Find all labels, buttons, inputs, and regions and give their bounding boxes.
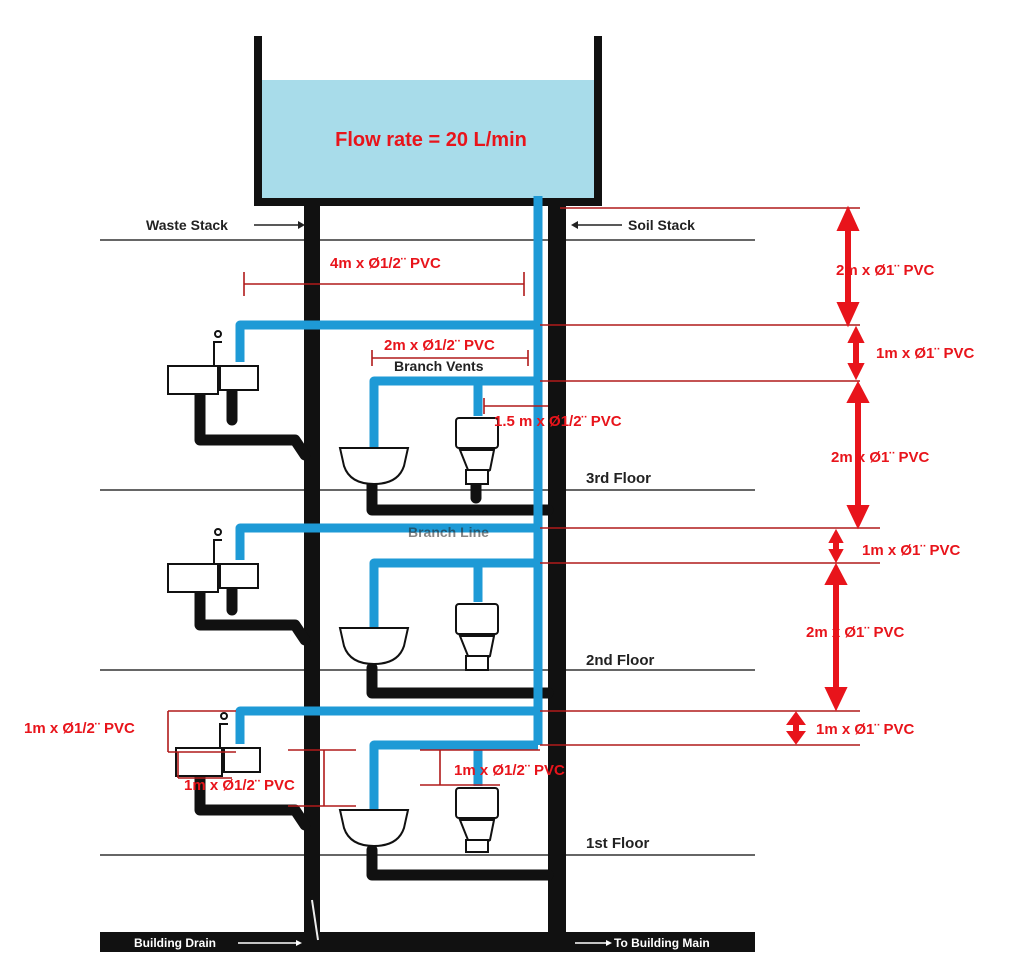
toilet-fixtures — [455, 417, 499, 853]
branch-vents-label: Branch Vents — [394, 358, 484, 374]
waste-stack — [304, 202, 320, 952]
to-building-main-label: To Building Main — [614, 936, 710, 950]
branch-drain-2nd — [366, 662, 554, 699]
tank-water — [258, 80, 598, 202]
floor-label-3rd: 3rd Floor — [586, 470, 651, 487]
faucet — [213, 539, 222, 564]
stack-highlight — [311, 899, 319, 941]
faucet-knob — [214, 528, 222, 536]
dim-toilet-riser-1st: 1m x Ø1/2¨ PVC — [454, 762, 565, 779]
sink-basin-a — [167, 563, 219, 593]
water-branch-2nd-sink — [235, 523, 538, 560]
dimension-labels: 4m x Ø1/2¨ PVC 2m x Ø1/2¨ PVC 1.5 m x Ø1… — [24, 255, 975, 794]
toilet-3rd — [455, 417, 499, 485]
faucet-knob — [220, 712, 228, 720]
drain-arrowhead — [296, 940, 302, 946]
sink-drain-2nd — [194, 584, 311, 646]
dimension-arrows — [786, 205, 870, 745]
floor-lines — [100, 239, 755, 856]
branch-line-label: Branch Line — [408, 524, 489, 540]
branch-drain-1st — [366, 844, 554, 881]
sink-basin-b — [219, 563, 259, 589]
tub-fixtures — [338, 447, 410, 848]
dim-branch-vent-span: 2m x Ø1/2¨ PVC — [384, 337, 495, 354]
faucet — [213, 341, 222, 366]
sink-basin-b — [219, 365, 259, 391]
dim-right-4: 1m x Ø1¨ PVC — [862, 542, 961, 559]
dim-right-2: 1m x Ø1¨ PVC — [876, 345, 975, 362]
sink-basin-a — [167, 365, 219, 395]
dim-left-sink-drop: 1m x Ø1/2¨ PVC — [184, 777, 295, 794]
sink-1st — [175, 712, 261, 777]
sink-drain-3rd — [194, 386, 311, 461]
soil-stack-arrowhead — [571, 221, 578, 229]
toilet-2nd — [455, 603, 499, 671]
stack-labels: Waste Stack Soil Stack — [146, 217, 695, 233]
floor-label-1st: 1st Floor — [586, 835, 650, 852]
sink-drain-1st — [194, 767, 311, 831]
dim-left-sink-riser: 1m x Ø1/2¨ PVC — [24, 720, 135, 737]
building-drain-pipe — [100, 932, 755, 952]
sink-2nd — [167, 528, 259, 593]
faucet — [219, 723, 228, 748]
stacks — [304, 202, 566, 952]
water-branch-1st-tub — [369, 740, 538, 810]
faucet-knob — [214, 330, 222, 338]
tub-3rd — [338, 447, 410, 486]
tub-2nd — [338, 627, 410, 666]
soil-stack — [548, 202, 566, 952]
tank-label: Flow rate = 20 L/min — [335, 129, 527, 151]
sink-3rd — [167, 330, 259, 395]
water-branch-3rd-tub — [369, 376, 538, 448]
dim-right-3: 2m x Ø1¨ PVC — [831, 449, 930, 466]
floor-label-2nd: 2nd Floor — [586, 652, 654, 669]
main-arrowhead — [606, 940, 612, 946]
waste-stack-arrowhead — [298, 221, 305, 229]
dim-right-6: 1m x Ø1¨ PVC — [816, 721, 915, 738]
dim-top-horizontal: 4m x Ø1/2¨ PVC — [330, 255, 441, 272]
water-branch-2nd-tub — [369, 558, 538, 628]
water-branch-3rd-sink — [235, 320, 538, 362]
toilet-1st — [455, 787, 499, 853]
soil-stack-label: Soil Stack — [628, 217, 695, 233]
dim-right-1: 2m x Ø1¨ PVC — [836, 262, 935, 279]
tank-walls — [254, 36, 602, 206]
waste-stack-label: Waste Stack — [146, 217, 228, 233]
water-tank: Flow rate = 20 L/min — [254, 36, 602, 206]
dimension-lines — [167, 207, 880, 807]
dim-toilet-branch: 1.5 m x Ø1/2¨ PVC — [494, 413, 622, 430]
water-lines — [235, 196, 543, 810]
tub-1st — [338, 809, 410, 848]
building-drain-label: Building Drain — [134, 936, 216, 950]
water-branch-1st-sink — [235, 706, 538, 744]
dim-right-5: 2m x Ø1¨ PVC — [806, 624, 905, 641]
branch-drain-3rd — [366, 476, 554, 516]
